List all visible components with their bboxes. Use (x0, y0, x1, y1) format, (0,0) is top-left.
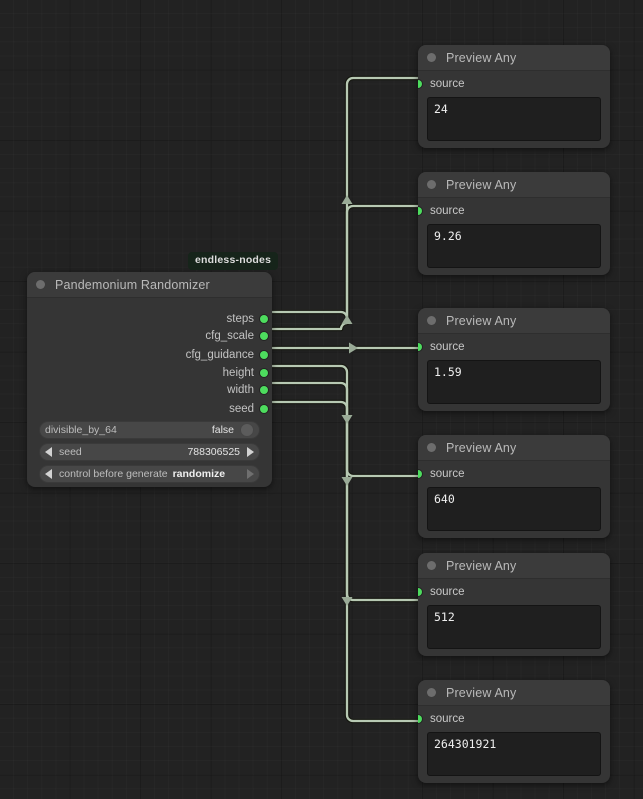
node-title-text: Preview Any (446, 50, 517, 65)
input-label: source (430, 468, 465, 480)
node-title-text: Preview Any (446, 685, 517, 700)
node-title-bar[interactable]: Pandemonium Randomizer (27, 272, 272, 298)
wire-cfg-scale (268, 204, 428, 331)
collapse-dot-icon[interactable] (427, 180, 436, 189)
node-title-text: Preview Any (446, 558, 517, 573)
input-port-dot-icon[interactable] (418, 80, 422, 88)
node-title-bar[interactable]: Preview Any (418, 435, 610, 461)
toggle-switch-icon[interactable] (240, 423, 254, 437)
output-label: cfg_scale (205, 330, 254, 342)
input-slot-source[interactable]: source (418, 77, 465, 91)
input-port-dot-icon[interactable] (418, 207, 422, 215)
increment-arrow-icon[interactable] (247, 447, 254, 457)
input-slot-source[interactable]: source (418, 585, 465, 599)
output-port-dot-icon[interactable] (260, 405, 268, 413)
output-port-dot-icon[interactable] (260, 315, 268, 323)
wire-direction-markers (341, 195, 358, 606)
widget-label: control before generate (59, 468, 168, 480)
node-preview-any-6[interactable]: Preview Any source 264301921 (418, 680, 610, 783)
input-slot-source[interactable]: source (418, 340, 465, 354)
wire-height (268, 364, 428, 602)
input-slot-source[interactable]: source (418, 204, 465, 218)
collapse-dot-icon[interactable] (427, 443, 436, 452)
node-pack-badge: endless-nodes (188, 252, 279, 270)
node-preview-any-1[interactable]: Preview Any source 24 (418, 45, 610, 148)
widget-value: randomize (172, 468, 226, 480)
node-preview-any-5[interactable]: Preview Any source 512 (418, 553, 610, 656)
output-label: seed (229, 403, 254, 415)
input-slot-source[interactable]: source (418, 467, 465, 481)
input-label: source (430, 78, 465, 90)
widget-label: seed (59, 446, 82, 458)
output-label: cfg_guidance (185, 349, 254, 361)
collapse-dot-icon[interactable] (427, 561, 436, 570)
node-title-bar[interactable]: Preview Any (418, 680, 610, 706)
preview-text-output[interactable]: 1.59 (427, 360, 601, 404)
node-preview-any-2[interactable]: Preview Any source 9.26 (418, 172, 610, 275)
input-label: source (430, 713, 465, 725)
widget-seed[interactable]: seed 788306525 (39, 443, 260, 461)
decrement-arrow-icon[interactable] (45, 447, 52, 457)
node-title-text: Preview Any (446, 313, 517, 328)
widget-value: false (211, 424, 234, 436)
output-port-dot-icon[interactable] (260, 351, 268, 359)
node-title-text: Preview Any (446, 177, 517, 192)
preview-text-output[interactable]: 264301921 (427, 732, 601, 776)
collapse-dot-icon[interactable] (427, 688, 436, 697)
widget-label: divisible_by_64 (45, 424, 117, 436)
input-label: source (430, 586, 465, 598)
node-title-bar[interactable]: Preview Any (418, 308, 610, 334)
input-port-dot-icon[interactable] (418, 343, 422, 351)
node-title-bar[interactable]: Preview Any (418, 45, 610, 71)
node-preview-any-4[interactable]: Preview Any source 640 (418, 435, 610, 538)
input-slot-source[interactable]: source (418, 712, 465, 726)
wire-seed (268, 400, 428, 478)
preview-text-output[interactable]: 512 (427, 605, 601, 649)
node-pandemonium-randomizer[interactable]: Pandemonium Randomizer steps cfg_scale c… (27, 272, 272, 487)
output-port-dot-icon[interactable] (260, 369, 268, 377)
output-slot-steps[interactable]: steps (27, 312, 272, 326)
node-title-text: Preview Any (446, 440, 517, 455)
input-port-dot-icon[interactable] (418, 470, 422, 478)
output-slot-width[interactable]: width (27, 383, 272, 397)
output-port-dot-icon[interactable] (260, 386, 268, 394)
output-label: height (222, 367, 254, 379)
input-port-dot-icon[interactable] (418, 715, 422, 723)
node-preview-any-3[interactable]: Preview Any source 1.59 (418, 308, 610, 411)
node-title-text: Pandemonium Randomizer (55, 277, 210, 292)
input-port-dot-icon[interactable] (418, 588, 422, 596)
node-title-bar[interactable]: Preview Any (418, 553, 610, 579)
collapse-dot-icon[interactable] (427, 53, 436, 62)
previous-option-arrow-icon[interactable] (45, 469, 52, 479)
input-label: source (430, 205, 465, 217)
wire-width (268, 381, 428, 723)
output-slot-height[interactable]: height (27, 366, 272, 380)
widget-value: 788306525 (187, 446, 240, 458)
preview-text-output[interactable]: 24 (427, 97, 601, 141)
output-label: steps (226, 313, 255, 325)
output-label: width (227, 384, 254, 396)
input-label: source (430, 341, 465, 353)
widget-divisible-by-64[interactable]: divisible_by_64 false (39, 421, 260, 439)
output-port-dot-icon[interactable] (260, 332, 268, 340)
preview-text-output[interactable]: 9.26 (427, 224, 601, 268)
collapse-dot-icon[interactable] (36, 280, 45, 289)
output-slot-cfg-guidance[interactable]: cfg_guidance (27, 348, 272, 362)
output-slot-seed[interactable]: seed (27, 402, 272, 416)
next-option-arrow-icon[interactable] (247, 469, 254, 479)
output-slot-cfg-scale[interactable]: cfg_scale (27, 329, 272, 343)
collapse-dot-icon[interactable] (427, 316, 436, 325)
node-title-bar[interactable]: Preview Any (418, 172, 610, 198)
widget-control-before-generate[interactable]: control before generate randomize (39, 465, 260, 483)
wire-steps (268, 76, 428, 320)
preview-text-output[interactable]: 640 (427, 487, 601, 531)
